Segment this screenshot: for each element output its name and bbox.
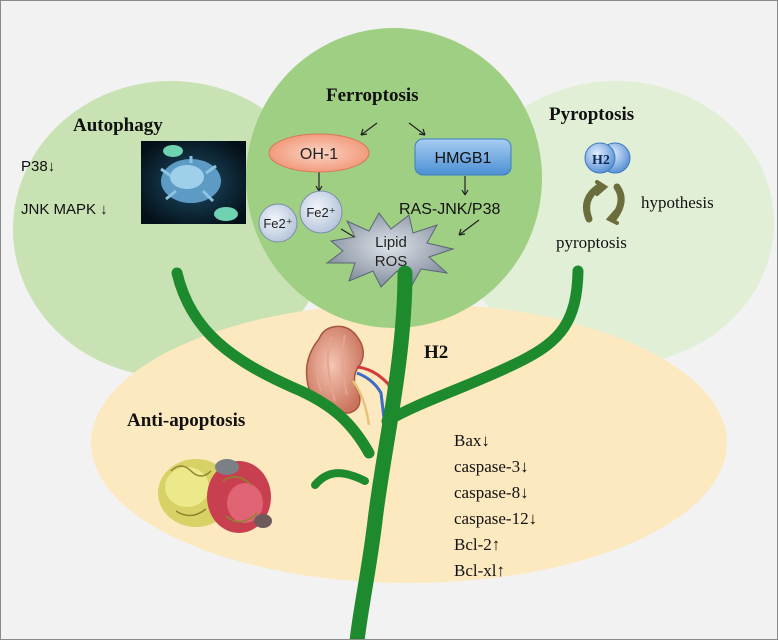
fe2-right-node — [299, 190, 343, 234]
ras-jnk-p38-label: RAS-JNK/P38 — [399, 201, 500, 218]
h2-stem-tree — [171, 265, 584, 639]
h2-badge-label: H2 — [592, 153, 610, 168]
pyroptosis-title: Pyroptosis — [549, 104, 634, 125]
cycle-arrows-icon — [583, 180, 625, 225]
center-h2-label: H2 — [424, 342, 448, 363]
apoptosis-marker-bcl2: Bcl-2↑ — [454, 535, 500, 554]
oh1-node — [268, 133, 370, 173]
anti-apoptosis-ellipse — [91, 303, 727, 583]
anti-apoptosis-title: Anti-apoptosis — [127, 410, 245, 431]
lipid-ros-line1: Lipid — [375, 234, 407, 251]
autophagy-title: Autophagy — [73, 115, 163, 136]
apoptosis-marker-caspase12: caspase-12↓ — [454, 509, 537, 528]
fe2-left-label: Fe2⁺ — [263, 216, 292, 231]
fe2-left-node — [258, 203, 298, 243]
pyroptosis-label: pyroptosis — [556, 233, 627, 252]
hmgb1-node — [414, 138, 512, 176]
apoptosis-marker-caspase8: caspase-8↓ — [454, 483, 529, 502]
autophagy-marker-p38: P38↓ — [21, 158, 55, 175]
ferroptosis-title: Ferroptosis — [326, 85, 419, 106]
apoptosis-marker-caspase3: caspase-3↓ — [454, 457, 529, 476]
macrophage-image — [141, 141, 246, 224]
lipid-ros-line2: ROS — [375, 253, 408, 270]
oh1-label: OH-1 — [300, 146, 338, 163]
h2-molecule-left-atom — [584, 142, 616, 174]
hypothesis-label: hypothesis — [641, 193, 714, 212]
autophagy-marker-jnk: JNK MAPK ↓ — [21, 201, 108, 218]
apoptosis-marker-bclxl: Bcl-xl↑ — [454, 561, 505, 580]
lipid-ros-burst — [325, 212, 455, 288]
apoptosis-marker-bax: Bax↓ — [454, 431, 490, 450]
fe2-right-label: Fe2⁺ — [306, 205, 335, 220]
protein-structure-image — [158, 459, 272, 533]
hmgb1-label: HMGB1 — [435, 150, 492, 167]
ferroptosis-ellipse — [246, 28, 542, 328]
